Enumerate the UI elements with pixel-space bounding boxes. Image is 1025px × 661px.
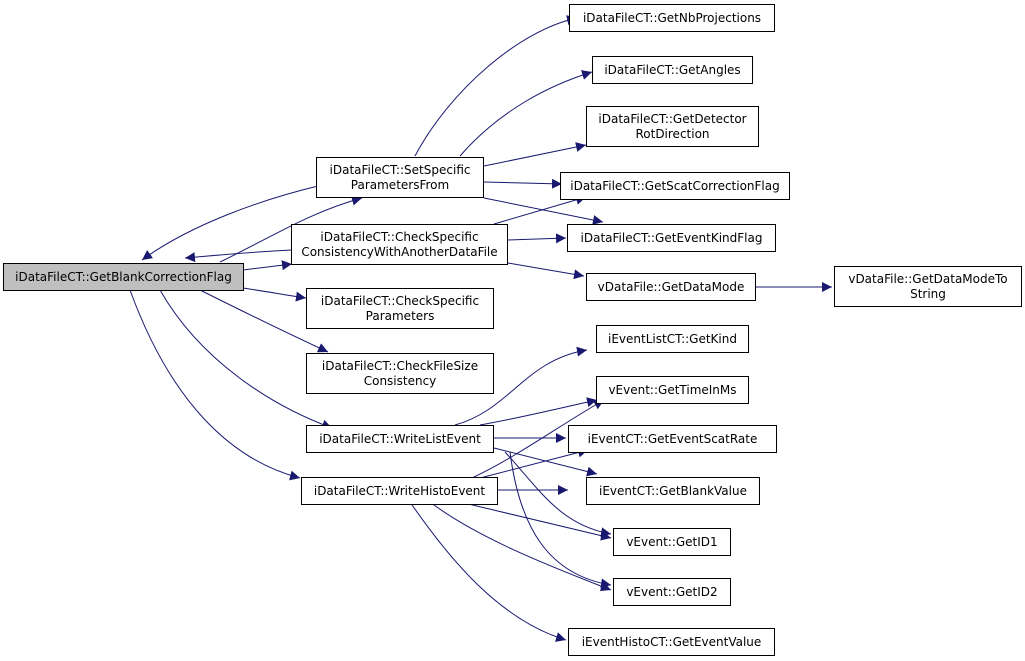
node-label: RotDirection xyxy=(635,126,710,141)
edge-checkspeccons-getdatamode xyxy=(507,262,585,280)
node-label: iEventListCT::GetKind xyxy=(608,331,737,346)
node-label: ConsistencyWithAnotherDataFile xyxy=(301,244,498,259)
node-label: vDataFile::GetDataMode xyxy=(597,279,745,294)
node-label: iDataFileCT::GetBlankCorrectionFlag xyxy=(15,269,232,284)
edge-writelist-gettimeinms xyxy=(479,397,598,426)
node-get-time-in-ms[interactable]: vEvent::GetTimeInMs xyxy=(596,376,749,404)
node-label: vEvent::GetID1 xyxy=(626,534,718,549)
node-get-kind[interactable]: iEventListCT::GetKind xyxy=(596,325,749,353)
edge-writehisto-geteventscatrate xyxy=(479,447,589,479)
node-get-id2[interactable]: vEvent::GetID2 xyxy=(613,578,731,606)
edge-writehisto-getid1 xyxy=(459,501,612,541)
edge-checkspeccons-root xyxy=(184,249,292,263)
node-get-angles[interactable]: iDataFileCT::GetAngles xyxy=(592,56,753,84)
node-get-scat-correction-flag[interactable]: iDataFileCT::GetScatCorrectionFlag xyxy=(560,172,790,200)
node-get-event-value[interactable]: iEventHistoCT::GetEventValue xyxy=(568,628,775,656)
edge-setspecific-getdetectorrot xyxy=(483,142,587,167)
edge-checkspeccons-geteventkindflag xyxy=(507,233,567,244)
node-label: iDataFileCT::GetAngles xyxy=(604,62,741,77)
edge-root-checkfilesize xyxy=(199,289,329,353)
node-label: iDataFileCT::GetEventKindFlag xyxy=(580,230,763,245)
node-get-data-mode-to-string[interactable]: vDataFile::GetDataModeTo String xyxy=(834,266,1022,307)
node-label: iDataFileCT::GetNbProjections xyxy=(582,10,762,25)
node-check-specific-consistency[interactable]: iDataFileCT::CheckSpecific ConsistencyWi… xyxy=(291,224,508,265)
edge-setspecific-root xyxy=(141,185,319,261)
node-label: iEventCT::GetEventScatRate xyxy=(587,431,758,446)
edge-writelist-getid1 xyxy=(504,451,612,538)
edge-setspecific-getangles xyxy=(459,70,593,157)
node-check-file-size-consistency[interactable]: iDataFileCT::CheckFileSize Consistency xyxy=(306,353,494,394)
node-label: iDataFileCT::GetScatCorrectionFlag xyxy=(570,178,780,193)
node-label: iDataFileCT::CheckSpecific xyxy=(320,229,479,244)
node-label: vEvent::GetID2 xyxy=(626,584,718,599)
node-get-event-scat-rate[interactable]: iEventCT::GetEventScatRate xyxy=(568,425,777,453)
node-get-detector-rot-direction[interactable]: iDataFileCT::GetDetector RotDirection xyxy=(586,106,759,147)
node-label: iDataFileCT::CheckFileSize xyxy=(321,358,479,373)
edge-setspecific-geteventkindflag xyxy=(483,197,604,225)
node-label: iEventHistoCT::GetEventValue xyxy=(581,634,762,649)
edge-writehisto-gettimeinms xyxy=(471,399,605,479)
edge-writelist-getid2 xyxy=(509,451,612,589)
node-label: iEventCT::GetBlankValue xyxy=(598,483,747,498)
node-label: iDataFileCT::CheckSpecific xyxy=(320,293,480,308)
node-label: iDataFileCT::GetDetector xyxy=(598,111,747,126)
node-get-data-mode[interactable]: vDataFile::GetDataMode xyxy=(586,273,756,301)
node-label: iDataFileCT::WriteHistoEvent xyxy=(313,483,486,498)
node-get-blank-correction-flag: iDataFileCT::GetBlankCorrectionFlag xyxy=(3,263,244,291)
node-get-id1[interactable]: vEvent::GetID1 xyxy=(613,528,731,556)
node-get-event-kind-flag[interactable]: iDataFileCT::GetEventKindFlag xyxy=(567,224,776,252)
node-label: iDataFileCT::WriteListEvent xyxy=(319,431,481,446)
node-label: vDataFile::GetDataModeTo xyxy=(848,271,1008,286)
edge-checkspeccons-getscatcorr xyxy=(493,195,587,225)
edge-root-writelistevent xyxy=(159,289,333,430)
node-get-nb-projections[interactable]: iDataFileCT::GetNbProjections xyxy=(569,4,775,32)
node-write-histo-event[interactable]: iDataFileCT::WriteHistoEvent xyxy=(301,477,498,505)
edge-writehisto-getid2 xyxy=(429,501,612,592)
edge-setspecific-getnbprojections xyxy=(414,15,578,157)
edge-writelist-getkind xyxy=(454,346,588,426)
edge-root-writehistoevent xyxy=(129,289,301,481)
node-label: Consistency xyxy=(363,373,437,388)
edge-writehisto-geteventvalue xyxy=(409,501,567,642)
edge-setspecific-getscatcorr xyxy=(483,178,563,189)
node-label: vEvent::GetTimeInMs xyxy=(608,382,737,397)
node-label: Parameters xyxy=(365,308,435,323)
edge-root-checkspecparams xyxy=(242,287,307,302)
node-check-specific-parameters[interactable]: iDataFileCT::CheckSpecific Parameters xyxy=(306,288,494,329)
node-write-list-event[interactable]: iDataFileCT::WriteListEvent xyxy=(306,425,494,453)
node-get-blank-value[interactable]: iEventCT::GetBlankValue xyxy=(586,477,760,505)
edge-root-checkspeccons xyxy=(242,260,293,271)
node-set-specific-parameters-from[interactable]: iDataFileCT::SetSpecific ParametersFrom xyxy=(316,157,484,198)
node-label: ParametersFrom xyxy=(350,177,450,192)
node-label: String xyxy=(910,286,946,301)
node-label: iDataFileCT::SetSpecific xyxy=(329,162,471,177)
